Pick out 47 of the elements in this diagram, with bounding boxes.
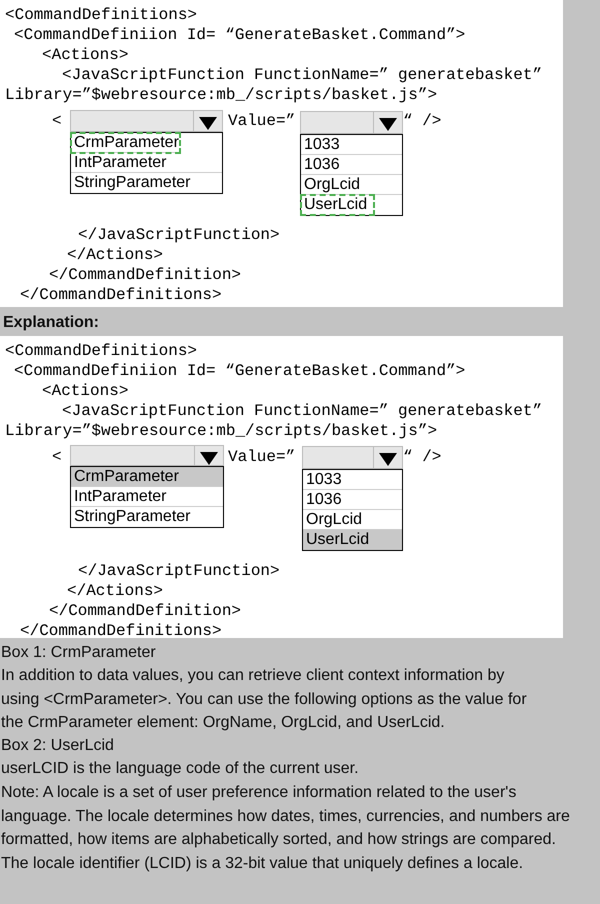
code-line: < [52, 447, 62, 467]
dropdown-option: UserLcid [301, 195, 374, 215]
dropdown-option: 1033 [301, 135, 402, 155]
dropdown-list [70, 466, 224, 528]
dropdown-option: StringParameter [71, 173, 222, 193]
code-line: “ /> [403, 111, 442, 131]
code-line: Value=” [228, 111, 296, 131]
answer-heading: Box 2: UserLcid [1, 736, 115, 756]
code-line: </CommandDefinitions> [20, 621, 222, 641]
code-line: < [52, 111, 62, 131]
code-line: <Actions> [42, 45, 128, 65]
dropdown-list [70, 132, 223, 194]
code-line: <CommandDefiniion Id= “GenerateBasket.Command”> [14, 25, 466, 45]
code-line: <JavaScriptFunction FunctionName=” generatebasket” Library=”$webresource:mb_/scripts/basket.js”> [5, 401, 544, 441]
dropdown-option: IntParameter [71, 487, 223, 507]
dropdown-list [302, 469, 403, 551]
dropdown-option: StringParameter [71, 507, 223, 527]
section-heading: Explanation: [3, 313, 100, 333]
answer-heading: Box 1: CrmParameter [1, 643, 157, 663]
code-panel [0, 0, 563, 307]
code-line: </CommandDefinition> [49, 601, 242, 621]
explanation-paragraph: Note: A locale is a set of user preference information related to the user's language. The locale determines how dates, times, currencies, and numbers are formatted, how items are alphabetically sorted, and how strings are compared. The locale identifier (LCID) is a 32-bit value that uniquely defines a locale. [1, 783, 571, 874]
code-line: </Actions> [67, 581, 164, 601]
code-line: </Actions> [67, 245, 164, 265]
dropdown-option: OrgLcid [301, 175, 402, 195]
code-line: </JavaScriptFunction> [78, 561, 280, 581]
code-line: </CommandDefinitions> [20, 285, 222, 305]
dropdown-option: 1036 [301, 155, 402, 175]
code-line: Value=” [228, 447, 296, 467]
code-line: <CommandDefinitions> [5, 5, 198, 25]
code-line: </JavaScriptFunction> [78, 225, 280, 245]
dropdown-option: UserLcid [303, 530, 402, 550]
code-line: <JavaScriptFunction FunctionName=” generatebasket” Library=”$webresource:mb_/scripts/basket.js”> [5, 65, 544, 105]
code-line: </CommandDefinition> [49, 265, 242, 285]
code-line: <CommandDefiniion Id= “GenerateBasket.Command”> [14, 361, 466, 381]
dropdown-option: CrmParameter [71, 133, 180, 153]
explanation-paragraph: userLCID is the language code of the current user. [1, 759, 360, 779]
explanation-paragraph: In addition to data values, you can retrieve client context information by using <CrmParameter>. You can use the following options as the value for the CrmParameter element: OrgName, OrgLcid, and UserLcid. [1, 666, 528, 733]
code-line: “ /> [403, 447, 442, 467]
code-panel [0, 336, 563, 638]
dropdown-option: 1036 [303, 490, 402, 510]
dropdown-option: CrmParameter [71, 467, 223, 487]
code-line: <Actions> [42, 381, 128, 401]
dropdown-option: 1033 [303, 470, 402, 490]
dropdown-list [300, 134, 403, 216]
dropdown-option: IntParameter [71, 153, 222, 173]
code-line: <CommandDefinitions> [5, 341, 198, 361]
